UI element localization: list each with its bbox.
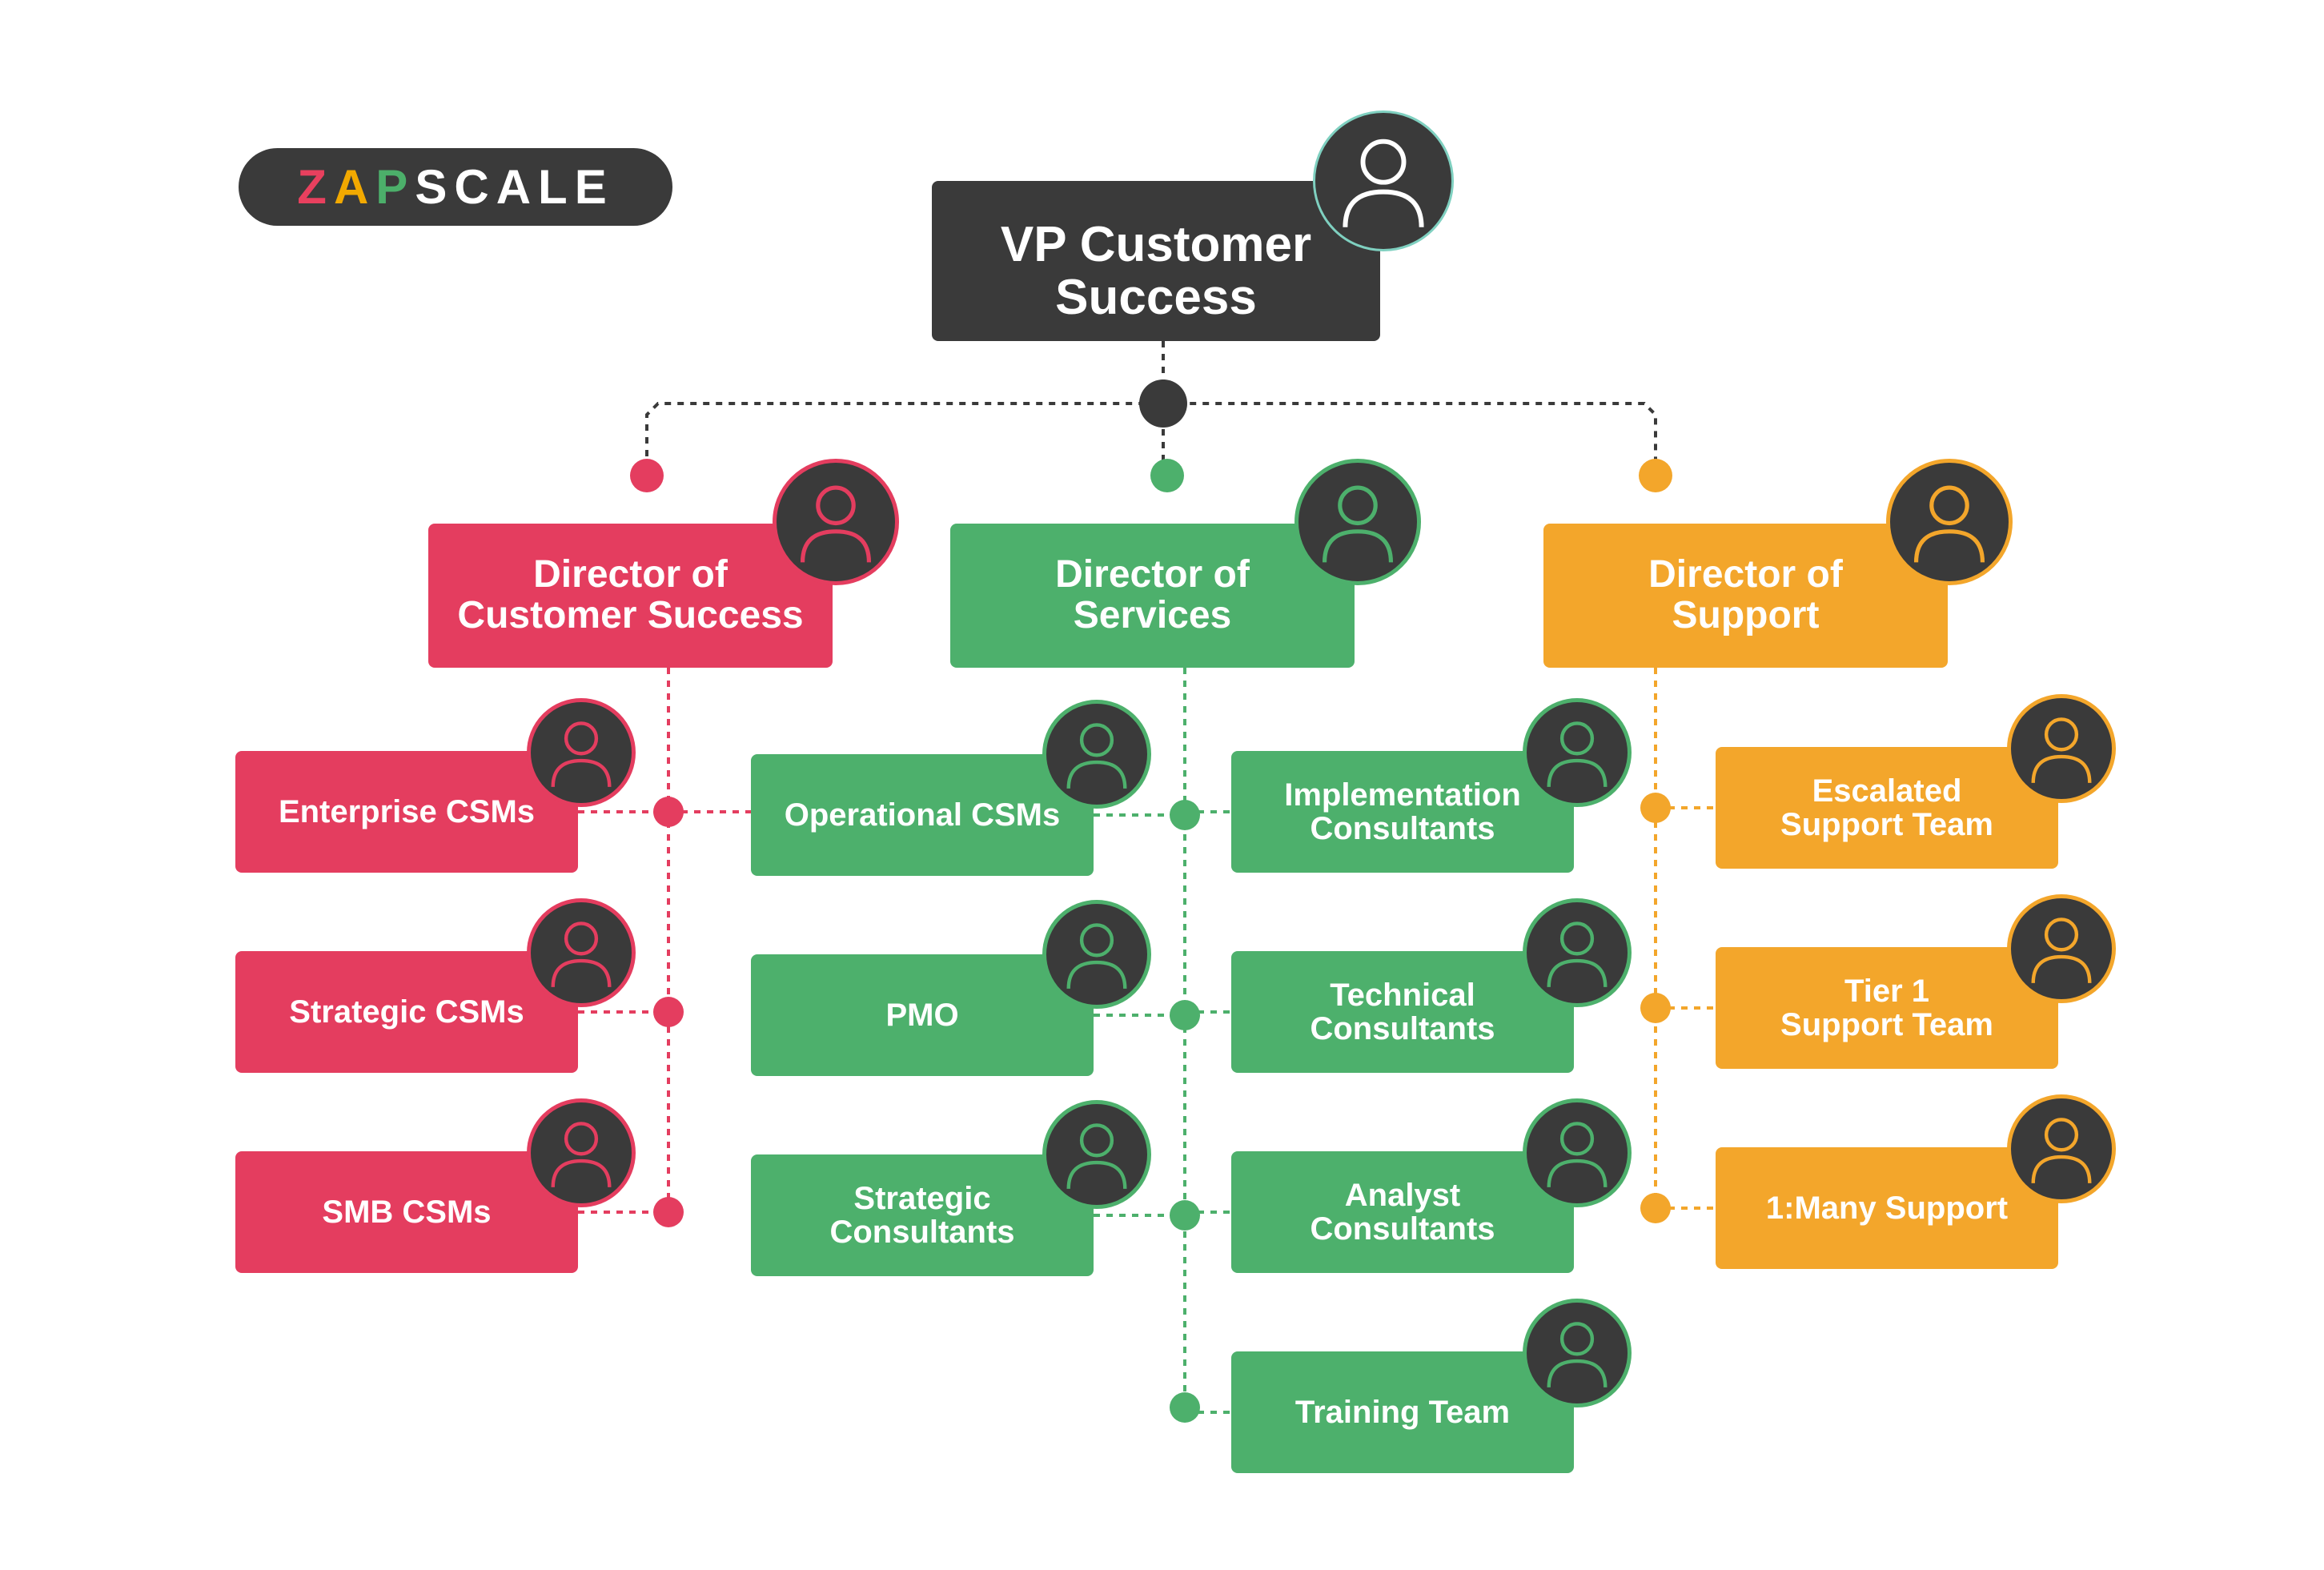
director-services-title: Director of Services [1055, 553, 1250, 636]
connector-dot [1170, 1200, 1200, 1231]
team-box: Tier 1 Support Team [1716, 947, 2058, 1069]
connector-line [645, 402, 1657, 469]
user-icon [1523, 1299, 1632, 1407]
user-icon [1313, 110, 1454, 251]
director-services-box: Director of Services [950, 524, 1355, 668]
user-icon [1886, 459, 2013, 585]
vp-title: VP Customer Success [1000, 217, 1312, 325]
user-icon [527, 1098, 636, 1207]
team-label: Strategic CSMs [289, 994, 524, 1030]
team-label: Analyst Consultants [1310, 1177, 1495, 1247]
team-label: Strategic Consultants [829, 1180, 1015, 1250]
director-customer-success-box: Director of Customer Success [428, 524, 833, 668]
connector-dot [1170, 1392, 1200, 1423]
connector-dot [653, 997, 684, 1027]
logo-letter: A [333, 160, 376, 214]
user-icon [1523, 898, 1632, 1007]
connector-dot [1170, 1000, 1200, 1030]
team-box: Escalated Support Team [1716, 747, 2058, 869]
team-box: SMB CSMs [235, 1151, 578, 1273]
connector-dot [653, 1197, 684, 1227]
director-support-box: Director of Support [1543, 524, 1948, 668]
team-label: SMB CSMs [322, 1194, 492, 1230]
team-box: Strategic CSMs [235, 951, 578, 1073]
team-box: Operational CSMs [751, 754, 1094, 876]
connector-dot [1640, 1193, 1671, 1223]
user-icon [2007, 894, 2116, 1003]
user-icon [1294, 459, 1421, 585]
user-icon [527, 698, 636, 807]
team-label: Enterprise CSMs [278, 793, 536, 829]
team-box: Analyst Consultants [1231, 1151, 1574, 1273]
connector-dot [1640, 793, 1671, 823]
team-box: 1:Many Support [1716, 1147, 2058, 1269]
team-box: Technical Consultants [1231, 951, 1574, 1073]
team-box: Strategic Consultants [751, 1154, 1094, 1276]
logo-letter: P [375, 160, 415, 214]
connector-dot [630, 459, 664, 492]
director-support-title: Director of Support [1648, 553, 1843, 636]
director-customer-success-title: Director of Customer Success [457, 553, 804, 636]
team-box: Training Team [1231, 1351, 1574, 1473]
team-label: Escalated Support Team [1780, 773, 1993, 842]
team-label: Technical Consultants [1310, 977, 1495, 1046]
logo-letter: Z [297, 160, 334, 214]
user-icon [1042, 1100, 1151, 1209]
user-icon [1523, 1098, 1632, 1207]
team-box: Enterprise CSMs [235, 751, 578, 873]
connector-dot [1170, 800, 1200, 830]
vp-customer-success-box: VP Customer Success [932, 181, 1380, 341]
user-icon [773, 459, 899, 585]
logo-letter: A [496, 160, 539, 214]
user-icon [2007, 694, 2116, 803]
connector-dot [1640, 993, 1671, 1023]
logo-letter: C [454, 160, 496, 214]
connector-dot [1139, 379, 1187, 428]
team-label: Operational CSMs [784, 797, 1061, 833]
team-box: Implementation Consultants [1231, 751, 1574, 873]
team-label: PMO [885, 997, 959, 1033]
logo-letter: E [574, 160, 614, 214]
user-icon [2007, 1094, 2116, 1203]
team-label: 1:Many Support [1765, 1190, 2009, 1226]
logo-letter: S [415, 160, 455, 214]
zapscale-logo: ZAPSCALE [239, 148, 672, 226]
team-label: Training Team [1294, 1394, 1511, 1430]
connector-dot [1639, 459, 1672, 492]
user-icon [527, 898, 636, 1007]
user-icon [1523, 698, 1632, 807]
connector-dot [1150, 459, 1184, 492]
team-label: Implementation Consultants [1284, 777, 1521, 846]
logo-wordmark: ZAPSCALE [297, 159, 613, 215]
user-icon [1042, 700, 1151, 809]
user-icon [1042, 900, 1151, 1009]
logo-letter: L [538, 160, 575, 214]
team-box: PMO [751, 954, 1094, 1076]
team-label: Tier 1 Support Team [1780, 973, 1993, 1042]
